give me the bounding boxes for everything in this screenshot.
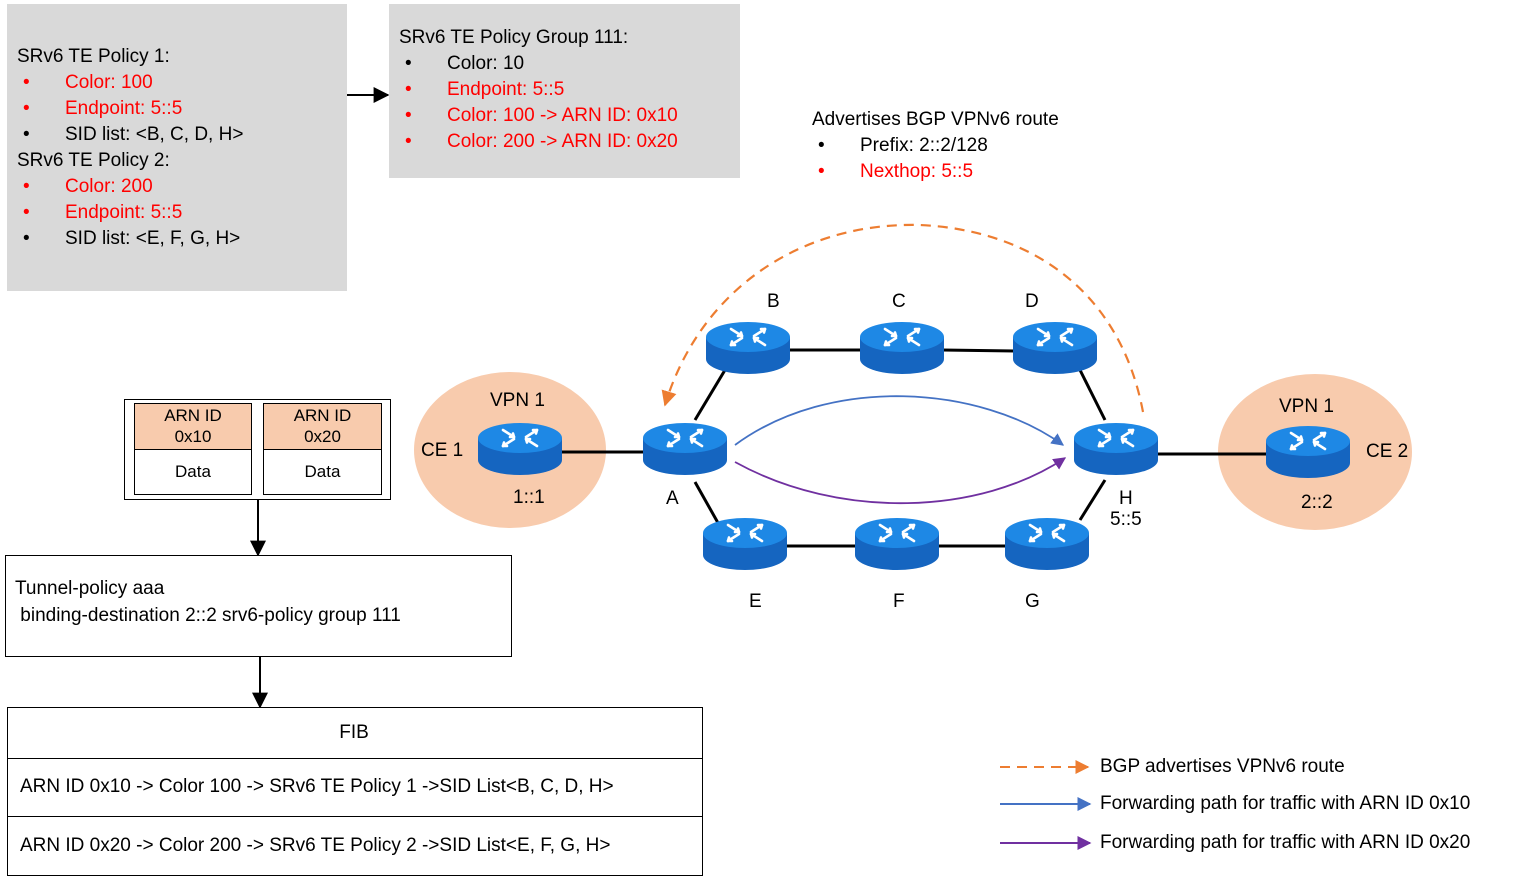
node-label-a: A (666, 488, 679, 509)
advertise-item-text: Prefix: 2::2/128 (860, 135, 988, 156)
router-ce2-icon (1264, 424, 1352, 480)
policy-group-item-3: • Color: 100 -> ARN ID: 0x10 (399, 103, 678, 129)
bullet-icon: • (405, 131, 412, 152)
policy-box: SRv6 TE Policy 1: • Color: 100 • Endpoint: … (7, 4, 347, 291)
advertise-item-2: • Nexthop: 5::5 (812, 159, 1059, 185)
policy-group-title: SRv6 TE Policy Group 111: (399, 27, 629, 48)
router-ce1-icon (476, 421, 564, 477)
policy2-item-text: Endpoint: 5::5 (65, 202, 183, 223)
policy2-item-2: • Endpoint: 5::5 (17, 200, 243, 226)
packet-2-data: Data (263, 449, 382, 495)
bullet-icon: • (23, 124, 30, 145)
router-d-icon (1011, 320, 1099, 376)
bullet-icon: • (23, 202, 30, 223)
packet-2-header: ARN ID 0x20 (263, 403, 382, 450)
fib-title: FIB (339, 722, 369, 743)
policy1-item-text: Endpoint: 5::5 (65, 98, 183, 119)
bullet-icon: • (23, 72, 30, 93)
router-c-icon (858, 320, 946, 376)
tunnel-policy-line2: binding-destination 2::2 srv6-policy gro… (15, 605, 401, 626)
legend-bgp-text: BGP advertises VPNv6 route (1100, 756, 1345, 777)
path-arn-0x10 (734, 395, 1065, 446)
bullet-icon: • (23, 176, 30, 197)
bullet-icon: • (818, 161, 825, 182)
packet-1-header-text: ARN ID 0x10 (164, 406, 222, 446)
legend-blue-text: Forwarding path for traffic with ARN ID … (1100, 793, 1471, 814)
node-h-address: 5::5 (1110, 509, 1142, 530)
ce2-name: CE 2 (1366, 441, 1409, 462)
router-e-icon (701, 516, 789, 572)
ce1-address: 1::1 (513, 487, 545, 508)
path-arn-0x20 (734, 457, 1067, 505)
node-label-c: C (892, 291, 906, 312)
node-label-h: H (1119, 488, 1133, 509)
bullet-icon: • (23, 98, 30, 119)
policy-group-box: SRv6 TE Policy Group 111: • Color: 10 • End… (389, 4, 740, 178)
bullet-icon: • (405, 53, 412, 74)
node-label-f: F (893, 591, 905, 612)
router-a-icon (641, 421, 729, 477)
node-label-b: B (767, 291, 780, 312)
bullet-icon: • (405, 79, 412, 100)
policy2-item-text: SID list: <E, F, G, H> (65, 228, 241, 249)
advertise-item-1: • Prefix: 2::2/128 (812, 133, 1059, 159)
policy-group-item-1: • Color: 10 (399, 51, 678, 77)
router-b-icon (704, 320, 792, 376)
policy1-item-3: • SID list: <B, C, D, H> (17, 122, 243, 148)
policy1-title: SRv6 TE Policy 1: (17, 46, 170, 67)
policy-group-item-text: Endpoint: 5::5 (447, 79, 565, 100)
advertise-item-text: Nexthop: 5::5 (860, 161, 974, 182)
policy-group-item-text: Color: 100 -> ARN ID: 0x10 (447, 105, 678, 126)
bullet-icon: • (23, 228, 30, 249)
fib-row-1: ARN ID 0x10 -> Color 100 -> SRv6 TE Poli… (20, 776, 614, 797)
advertise-title: Advertises BGP VPNv6 route (812, 109, 1059, 130)
packet-1-data: Data (134, 449, 252, 495)
ce1-vpn-label: VPN 1 (490, 390, 545, 411)
node-label-d: D (1025, 291, 1039, 312)
policy1-item-text: Color: 100 (65, 72, 153, 93)
fib-table: FIB ARN ID 0x10 -> Color 100 -> SRv6 TE … (7, 707, 703, 876)
links (560, 348, 1267, 548)
policy-group-item-4: • Color: 200 -> ARN ID: 0x20 (399, 129, 678, 155)
policy-group-item-2: • Endpoint: 5::5 (399, 77, 678, 103)
policy1-item-1: • Color: 100 (17, 70, 243, 96)
bgp-advertise-arc (661, 223, 1145, 413)
ce1-name: CE 1 (421, 440, 464, 461)
policy2-item-1: • Color: 200 (17, 174, 243, 200)
legend-purple-text: Forwarding path for traffic with ARN ID … (1100, 832, 1471, 853)
router-f-icon (853, 516, 941, 572)
policy2-title: SRv6 TE Policy 2: (17, 150, 170, 171)
bullet-icon: • (818, 135, 825, 156)
policy1-item-2: • Endpoint: 5::5 (17, 96, 243, 122)
bullet-icon: • (405, 105, 412, 126)
policy2-item-text: Color: 200 (65, 176, 153, 197)
router-h-icon (1072, 421, 1160, 477)
fib-row-2: ARN ID 0x20 -> Color 200 -> SRv6 TE Poli… (20, 835, 611, 856)
packet-2-header-text: ARN ID 0x20 (293, 406, 352, 446)
tunnel-policy-box: Tunnel-policy aaa binding-destination 2:… (5, 555, 512, 657)
advertise-note: Advertises BGP VPNv6 route • Prefix: 2::2… (812, 107, 1059, 185)
policy-group-item-text: Color: 10 (447, 53, 525, 74)
node-label-g: G (1025, 591, 1040, 612)
ce2-address: 2::2 (1301, 492, 1333, 513)
policy2-item-3: • SID list: <E, F, G, H> (17, 226, 243, 252)
ce2-vpn-label: VPN 1 (1279, 396, 1334, 417)
tunnel-policy-line1: Tunnel-policy aaa (15, 578, 165, 599)
packet-1-header: ARN ID 0x10 (134, 403, 252, 450)
policy1-item-text: SID list: <B, C, D, H> (65, 124, 244, 145)
policy-group-item-text: Color: 200 -> ARN ID: 0x20 (447, 131, 678, 152)
router-g-icon (1003, 516, 1091, 572)
node-label-e: E (749, 591, 762, 612)
